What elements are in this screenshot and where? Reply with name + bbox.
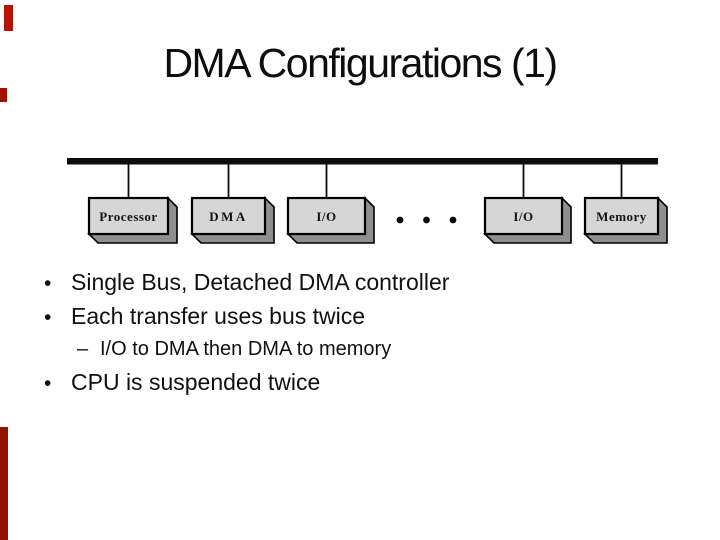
bullet-marker: • <box>44 306 52 329</box>
bullet-text: Each transfer uses bus twice <box>71 303 366 329</box>
red-edge-artifact-bottom <box>0 427 8 540</box>
node-io-1: I/O <box>286 196 375 244</box>
slide-title: DMA Configurations (1) <box>163 40 558 86</box>
box-face <box>286 196 367 236</box>
bullet-text: Single Bus, Detached DMA controller <box>71 269 450 295</box>
node-dma: DMA <box>190 196 275 244</box>
ellipsis-dot <box>423 216 430 224</box>
node-label-processor: Processor <box>99 209 157 224</box>
system-bus-line <box>67 158 658 165</box>
bus-diagram: Processor DMA I/O I/O <box>67 158 668 244</box>
ellipsis-dot <box>449 216 457 224</box>
sub-bullet-dash-marker: – <box>77 338 89 360</box>
bullet-item: • CPU is suspended twice <box>44 365 684 401</box>
box-face <box>87 196 170 236</box>
node-label-memory: Memory <box>596 209 647 224</box>
ellipsis-dot <box>396 216 404 224</box>
red-edge-artifact-top <box>4 5 13 31</box>
node-memory: Memory <box>583 196 668 244</box>
box-face <box>583 196 660 236</box>
bullet-marker: • <box>44 272 52 295</box>
ellipsis-dots <box>396 216 457 224</box>
box-face <box>483 196 564 236</box>
node-label-io-2: I/O <box>513 209 533 224</box>
bus-drop-lines <box>127 164 623 199</box>
bullet-list: • Single Bus, Detached DMA controller • … <box>44 266 684 401</box>
bullet-item: • Each transfer uses bus twice <box>44 300 684 334</box>
node-label-io-1: I/O <box>316 209 336 224</box>
bullet-text: CPU is suspended twice <box>71 369 321 395</box>
bullet-marker: • <box>44 372 52 395</box>
sub-bullet-text: I/O to DMA then DMA to memory <box>100 338 392 360</box>
node-label-dma: DMA <box>209 209 248 224</box>
sub-bullet-item: – I/O to DMA then DMA to memory <box>77 334 684 365</box>
red-edge-artifact-mid <box>0 88 7 102</box>
box-face <box>190 196 267 236</box>
node-processor: Processor <box>87 196 178 244</box>
node-io-2: I/O <box>483 196 572 244</box>
bullet-item: • Single Bus, Detached DMA controller <box>44 266 684 300</box>
